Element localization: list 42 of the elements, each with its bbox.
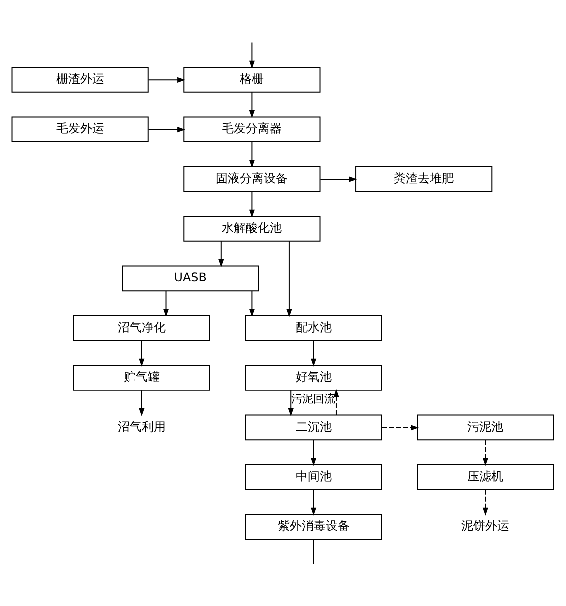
arrow [382,424,419,430]
node-box: 配水池 [245,314,382,341]
arrow [218,240,224,267]
arrow [311,439,317,466]
node-box: 紫外消毒设备 [245,514,382,540]
arrow [148,76,186,82]
arrow [311,340,317,366]
arrow [139,340,145,366]
node-box: 栅渣外运 [12,66,149,92]
node-box: 水解酸化池 [184,216,321,242]
node-box: 固液分离设备 [184,166,321,192]
arrow [249,91,255,118]
node-box: 好氧池 [245,364,382,390]
node-box: 二沉池 [245,414,382,440]
node-text: 沼气利用 [118,419,166,434]
arrow [163,290,170,317]
node-box: UASB [122,265,260,292]
node-box: 贮气罐 [73,364,210,390]
node-text: 泥饼外运 [462,518,510,533]
arrow [482,439,488,466]
node-box: 污泥池 [417,414,554,440]
arrow [249,141,255,168]
arrow [249,42,255,68]
arrow [286,240,292,317]
arrow [249,290,255,317]
node-box: 沼气净化 [73,314,210,341]
node-box: 毛发分离器 [184,116,321,142]
arrow [320,176,358,182]
node-box: 格栅 [184,66,321,92]
arrow [482,488,488,516]
node-box: 中间池 [245,464,382,490]
arrow [311,488,317,516]
arrow [288,390,294,416]
node-box: 毛发外运 [12,116,149,142]
connector [313,538,314,564]
arrow [249,190,255,218]
arrow [148,126,186,132]
arrow [139,390,145,416]
edge-label: 污泥回流 [292,392,336,406]
node-box: 粪渣去堆肥 [356,166,493,192]
node-box: 压滤机 [417,464,554,490]
arrow [334,388,340,416]
